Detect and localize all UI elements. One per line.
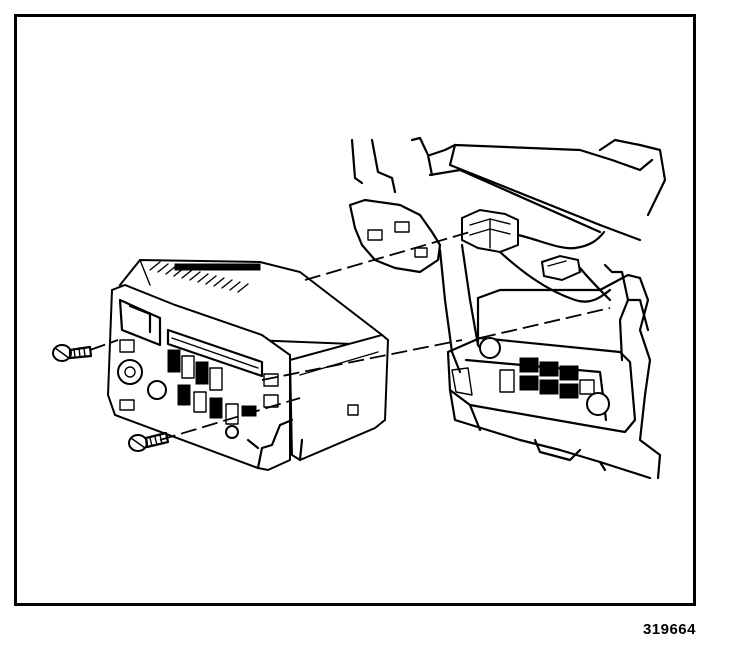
screw-upper xyxy=(52,344,93,362)
figure-id-label: 319664 xyxy=(642,621,696,638)
diagram-frame xyxy=(14,14,696,606)
instrument-panel xyxy=(348,136,667,480)
screw-lower xyxy=(128,431,170,452)
radio-receiver xyxy=(106,258,390,472)
alignment-lines xyxy=(89,231,611,441)
